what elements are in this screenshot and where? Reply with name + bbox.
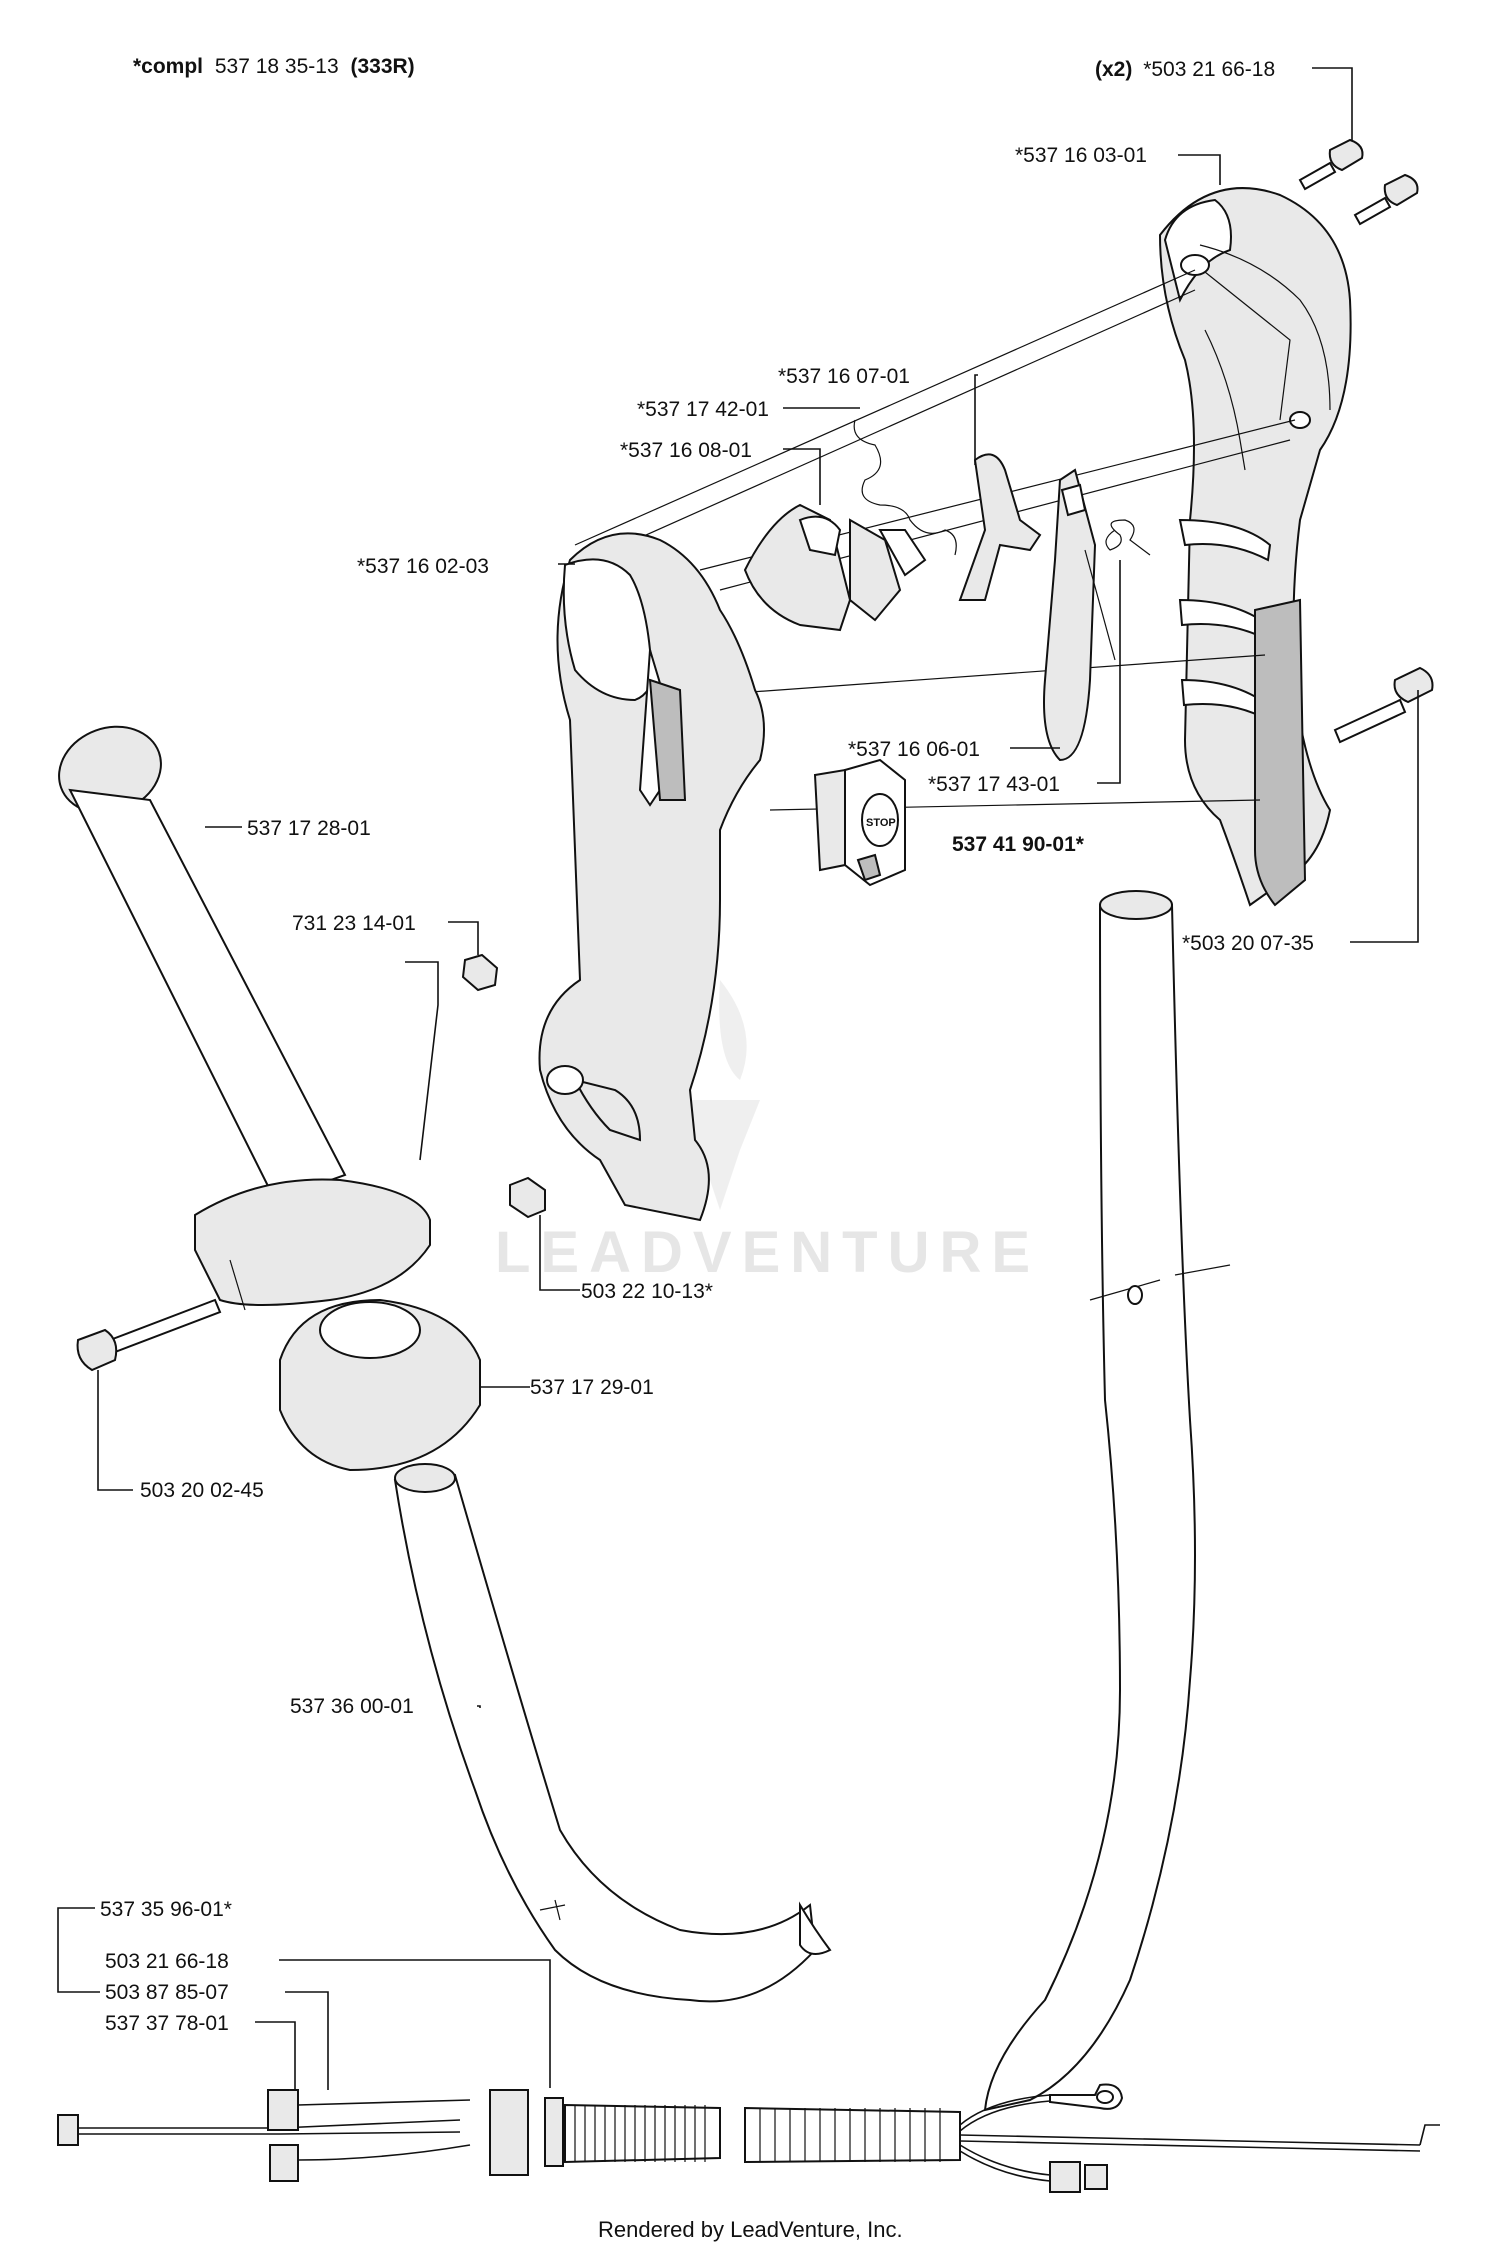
label-cable-clamp: 503 87 85-07 <box>105 1981 229 2004</box>
label-screw-right: *503 20 07-35 <box>1182 932 1314 955</box>
leader-lines <box>57 67 1419 2090</box>
screw-pair-top <box>1298 138 1419 226</box>
rear-handle-half <box>1158 187 1352 907</box>
label-nut-mid: 503 22 10-13* <box>581 1280 713 1303</box>
watermark-logo <box>680 980 760 1210</box>
header-model: (333R) <box>350 55 414 78</box>
label-spring: *537 17 42-01 <box>637 398 769 421</box>
part-labels: (x2) *503 21 66-18 *537 16 03-01 *537 16… <box>100 58 1314 2035</box>
footer-credit: Rendered by LeadVenture, Inc. <box>598 2217 903 2242</box>
loop-handle-tube <box>393 890 1231 2112</box>
label-lever: *537 16 06-01 <box>848 738 980 761</box>
switch-stop-text: STOP <box>866 817 896 829</box>
label-throttle-trigger: *537 16 07-01 <box>778 365 910 388</box>
label-spring-lever: *537 17 43-01 <box>928 773 1060 796</box>
nut-mid <box>509 1176 546 1219</box>
label-cable-screw: 503 21 66-18 <box>105 1950 229 1973</box>
watermark: LEADVENTURE <box>495 980 1040 1285</box>
label-trigger-lock: *537 16 08-01 <box>620 439 752 462</box>
throttle-grip <box>58 725 431 1311</box>
front-handle-half <box>538 532 765 1222</box>
header-number: 537 18 35-13 <box>215 55 339 78</box>
label-loop-tube: 537 36 00-01 <box>290 1695 414 1718</box>
label-bolt-left: 503 20 02-45 <box>140 1479 264 1502</box>
label-front-handle: *537 16 02-03 <box>357 555 489 578</box>
screw-right <box>1333 666 1434 744</box>
watermark-text: LEADVENTURE <box>495 1220 1040 1285</box>
label-clamp: 537 17 29-01 <box>530 1376 654 1399</box>
throttle-cable <box>57 2083 1440 2193</box>
header-prefix: *compl <box>133 55 203 78</box>
nut-small <box>461 953 499 992</box>
trigger-parts <box>743 419 1151 762</box>
label-throttle-cable: 537 37 78-01 <box>105 2012 229 2035</box>
label-grip: 537 17 28-01 <box>247 817 371 840</box>
label-screw-top-qty: (x2) <box>1095 58 1132 81</box>
label-nut-small: 731 23 14-01 <box>292 912 416 935</box>
label-screw-top-number: *503 21 66-18 <box>1143 58 1275 81</box>
stop-switch: STOP <box>813 758 906 887</box>
label-stop-switch: 537 41 90-01* <box>952 833 1085 856</box>
label-cable-kit: 537 35 96-01* <box>100 1898 232 1921</box>
bolt-left <box>76 1298 222 1372</box>
label-rear-handle: *537 16 03-01 <box>1015 144 1147 167</box>
handle-clamp <box>279 1298 481 1472</box>
assembly-header: *compl 537 18 35-13 (333R) <box>133 55 415 78</box>
label-screw-top: (x2) *503 21 66-18 <box>1095 58 1275 81</box>
